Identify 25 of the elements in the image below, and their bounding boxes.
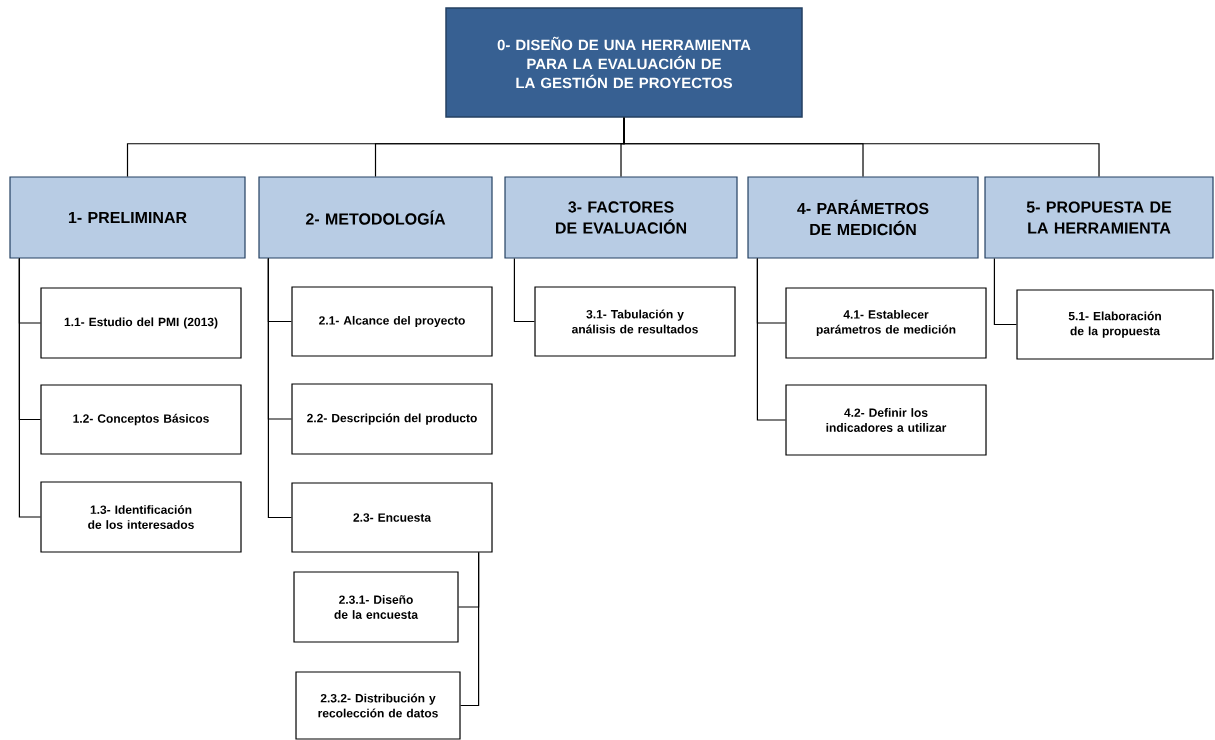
connector-line — [460, 552, 480, 707]
phase-box: 4- PARÁMETROS DE MEDICIÓN — [747, 176, 979, 259]
title-box: 0- DISEÑO DE UNA HERRAMIENTA PARA LA EVALUACIÓN DE LA GESTIÓN DE PROYECTOS — [445, 7, 803, 118]
phase-box: 2- METODOLOGÍA — [258, 176, 493, 259]
connector-line — [18, 258, 41, 518]
connector-line — [993, 258, 1017, 326]
task-box: 3.1- Tabulación y análisis de resultados — [534, 286, 736, 357]
phase-box: 3- FACTORES DE EVALUACIÓN — [504, 176, 738, 259]
task-box: 5.1- Elaboración de la propuesta — [1016, 289, 1214, 360]
task-box: 1.3- Identificación de los interesados — [40, 481, 242, 553]
phase-box: 1- PRELIMINAR — [9, 176, 246, 259]
task-box: 2.3.1- Diseño de la encuesta — [293, 571, 459, 643]
phase-box: 5- PROPUESTA DE LA HERRAMIENTA — [984, 176, 1214, 259]
task-box: 1.2- Conceptos Básicos — [40, 384, 242, 455]
connector-line — [623, 117, 1100, 177]
task-box: 2.1- Alcance del proyecto — [291, 286, 493, 357]
task-box: 1.1- Estudio del PMI (2013) — [40, 287, 242, 359]
task-box: 2.3.2- Distribución y recolección de datos — [295, 671, 461, 740]
connector-line — [513, 258, 535, 323]
task-box: 4.2- Definir los indicadores a utilizar — [785, 384, 987, 456]
connector-line — [267, 258, 292, 519]
task-box: 4.1- Establecer parámetros de medición — [785, 287, 987, 359]
task-box: 2.2- Descripción del producto — [291, 383, 493, 455]
connector-line — [756, 258, 786, 421]
task-box: 2.3- Encuesta — [291, 482, 493, 553]
